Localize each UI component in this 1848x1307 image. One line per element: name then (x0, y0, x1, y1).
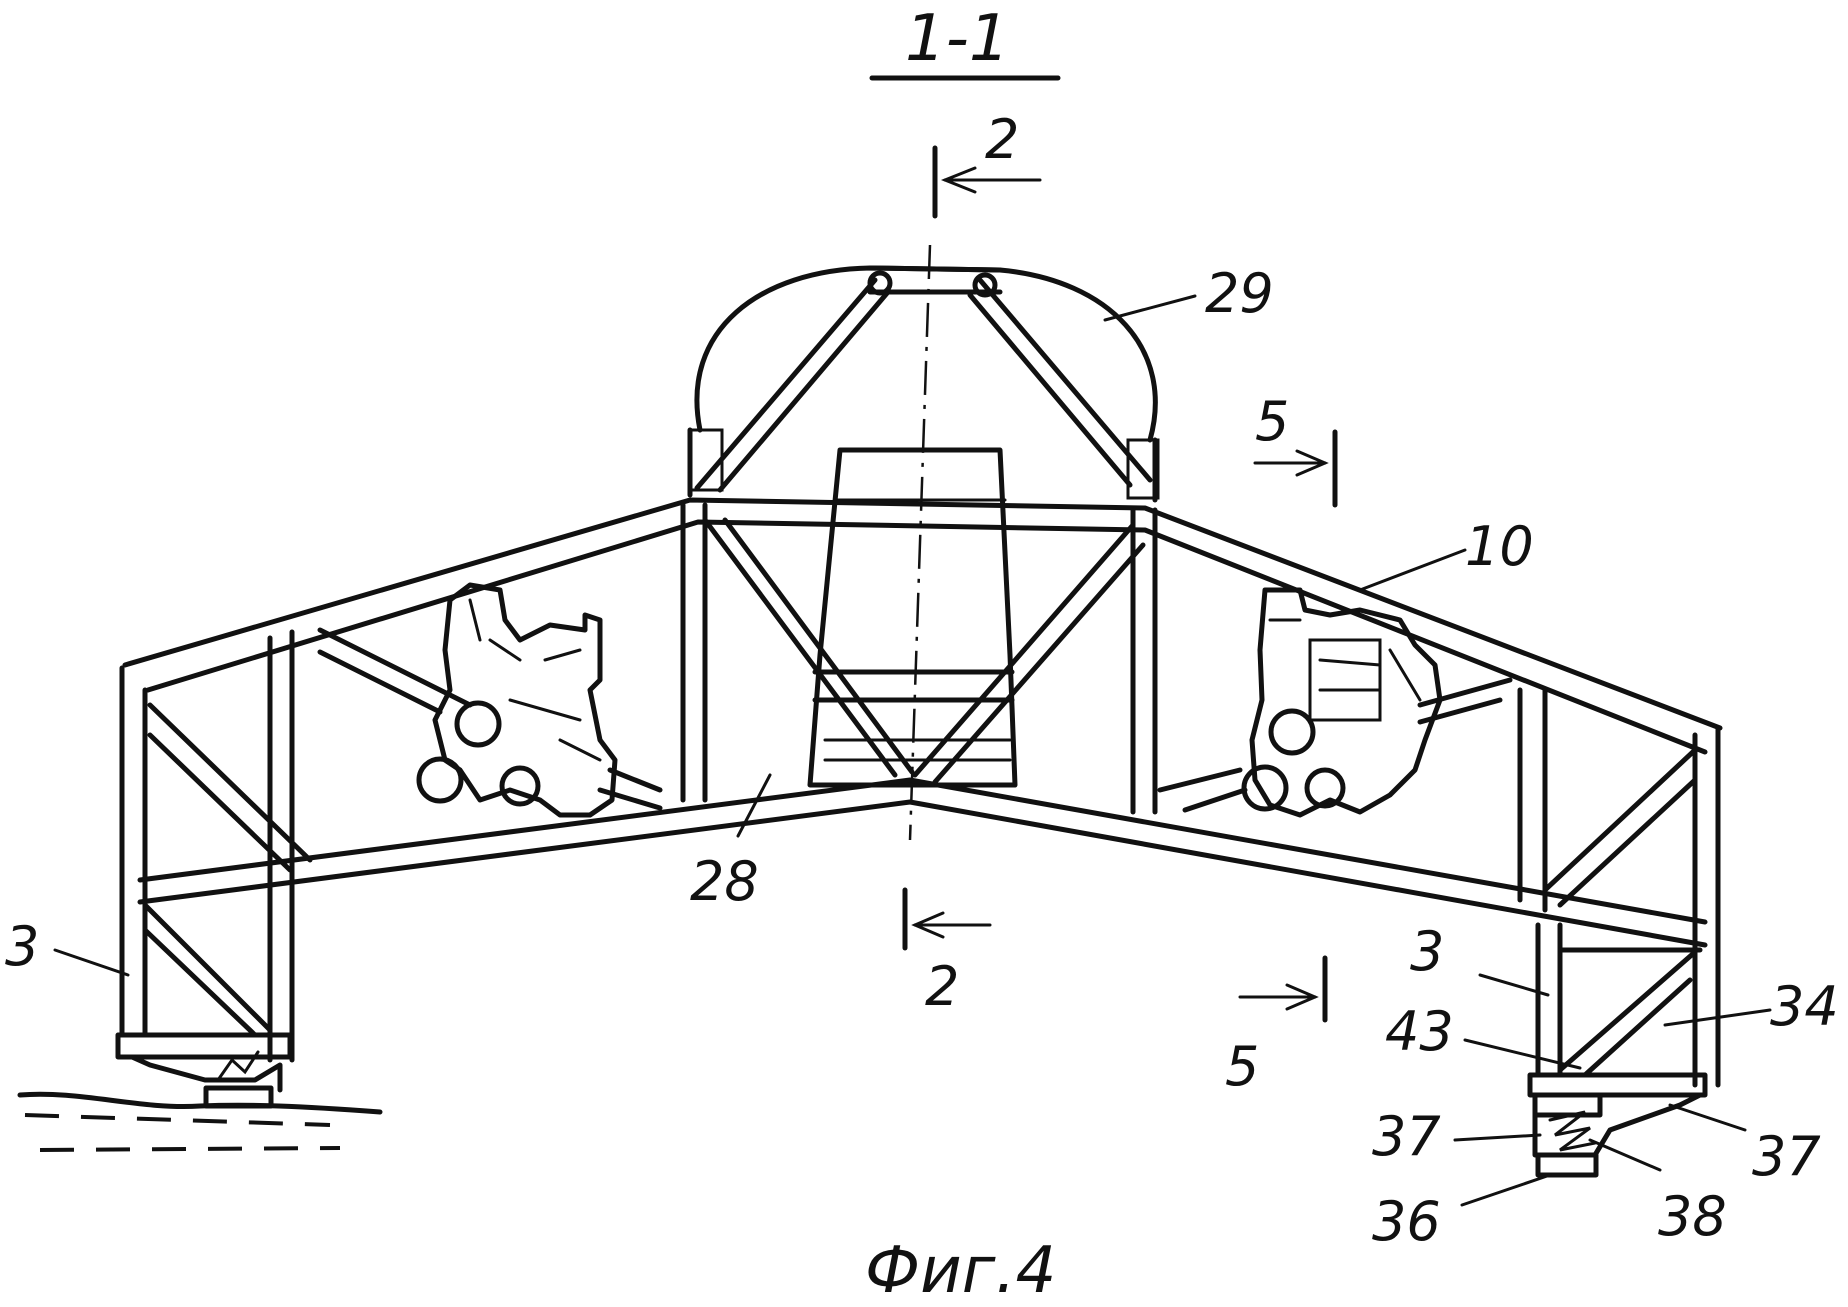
leader-29 (1103, 294, 1197, 322)
frame-bottom-chord (137, 777, 1708, 948)
leader-34 (1663, 1008, 1772, 1027)
right-engine (1157, 587, 1443, 818)
left-leg-frame (115, 627, 473, 1109)
section-mark-2-bottom-label: 2 (925, 955, 959, 1018)
leader-36 (1460, 1173, 1552, 1207)
frame-central-posts (680, 502, 1158, 815)
section-mark-2-bottom: 2 (902, 887, 992, 1018)
label-3-right: 3 (1410, 920, 1444, 983)
section-mark-2-top: 2 (932, 108, 1042, 219)
label-34: 34 (1770, 975, 1839, 1038)
figure-caption: Фиг.4 (865, 1234, 1056, 1307)
leader-38 (1588, 1138, 1662, 1172)
leader-10 (1358, 548, 1467, 592)
section-mark-5-lower: 5 (1225, 955, 1328, 1098)
label-3-left: 3 (5, 915, 39, 978)
leader-43 (1463, 1038, 1582, 1070)
label-28: 28 (690, 850, 759, 913)
section-mark-2-top-label: 2 (985, 108, 1019, 171)
frame-top-chord (122, 497, 1723, 755)
label-43: 43 (1385, 1000, 1454, 1063)
label-37-right: 37 (1752, 1125, 1821, 1188)
leader-37-right (1668, 1103, 1747, 1132)
leader-3-left (53, 948, 130, 977)
leader-37-left (1453, 1133, 1542, 1142)
label-10: 10 (1465, 515, 1534, 578)
section-title: 1-1 (905, 2, 1010, 76)
section-mark-5-upper-label: 5 (1255, 390, 1289, 453)
label-29: 29 (1205, 262, 1274, 325)
left-water-surface (17, 1091, 383, 1152)
center-axis (908, 244, 932, 841)
leader-28 (736, 773, 772, 838)
left-engine (416, 582, 663, 818)
leader-3-right (1478, 973, 1550, 997)
label-37-left: 37 (1372, 1105, 1441, 1168)
cabin-dome (687, 265, 1160, 503)
label-36: 36 (1372, 1190, 1441, 1253)
section-mark-5-upper: 5 (1253, 390, 1338, 508)
section-mark-5-lower-label: 5 (1225, 1035, 1259, 1098)
label-38: 38 (1658, 1185, 1727, 1248)
right-leg-frame (1417, 677, 1721, 1178)
